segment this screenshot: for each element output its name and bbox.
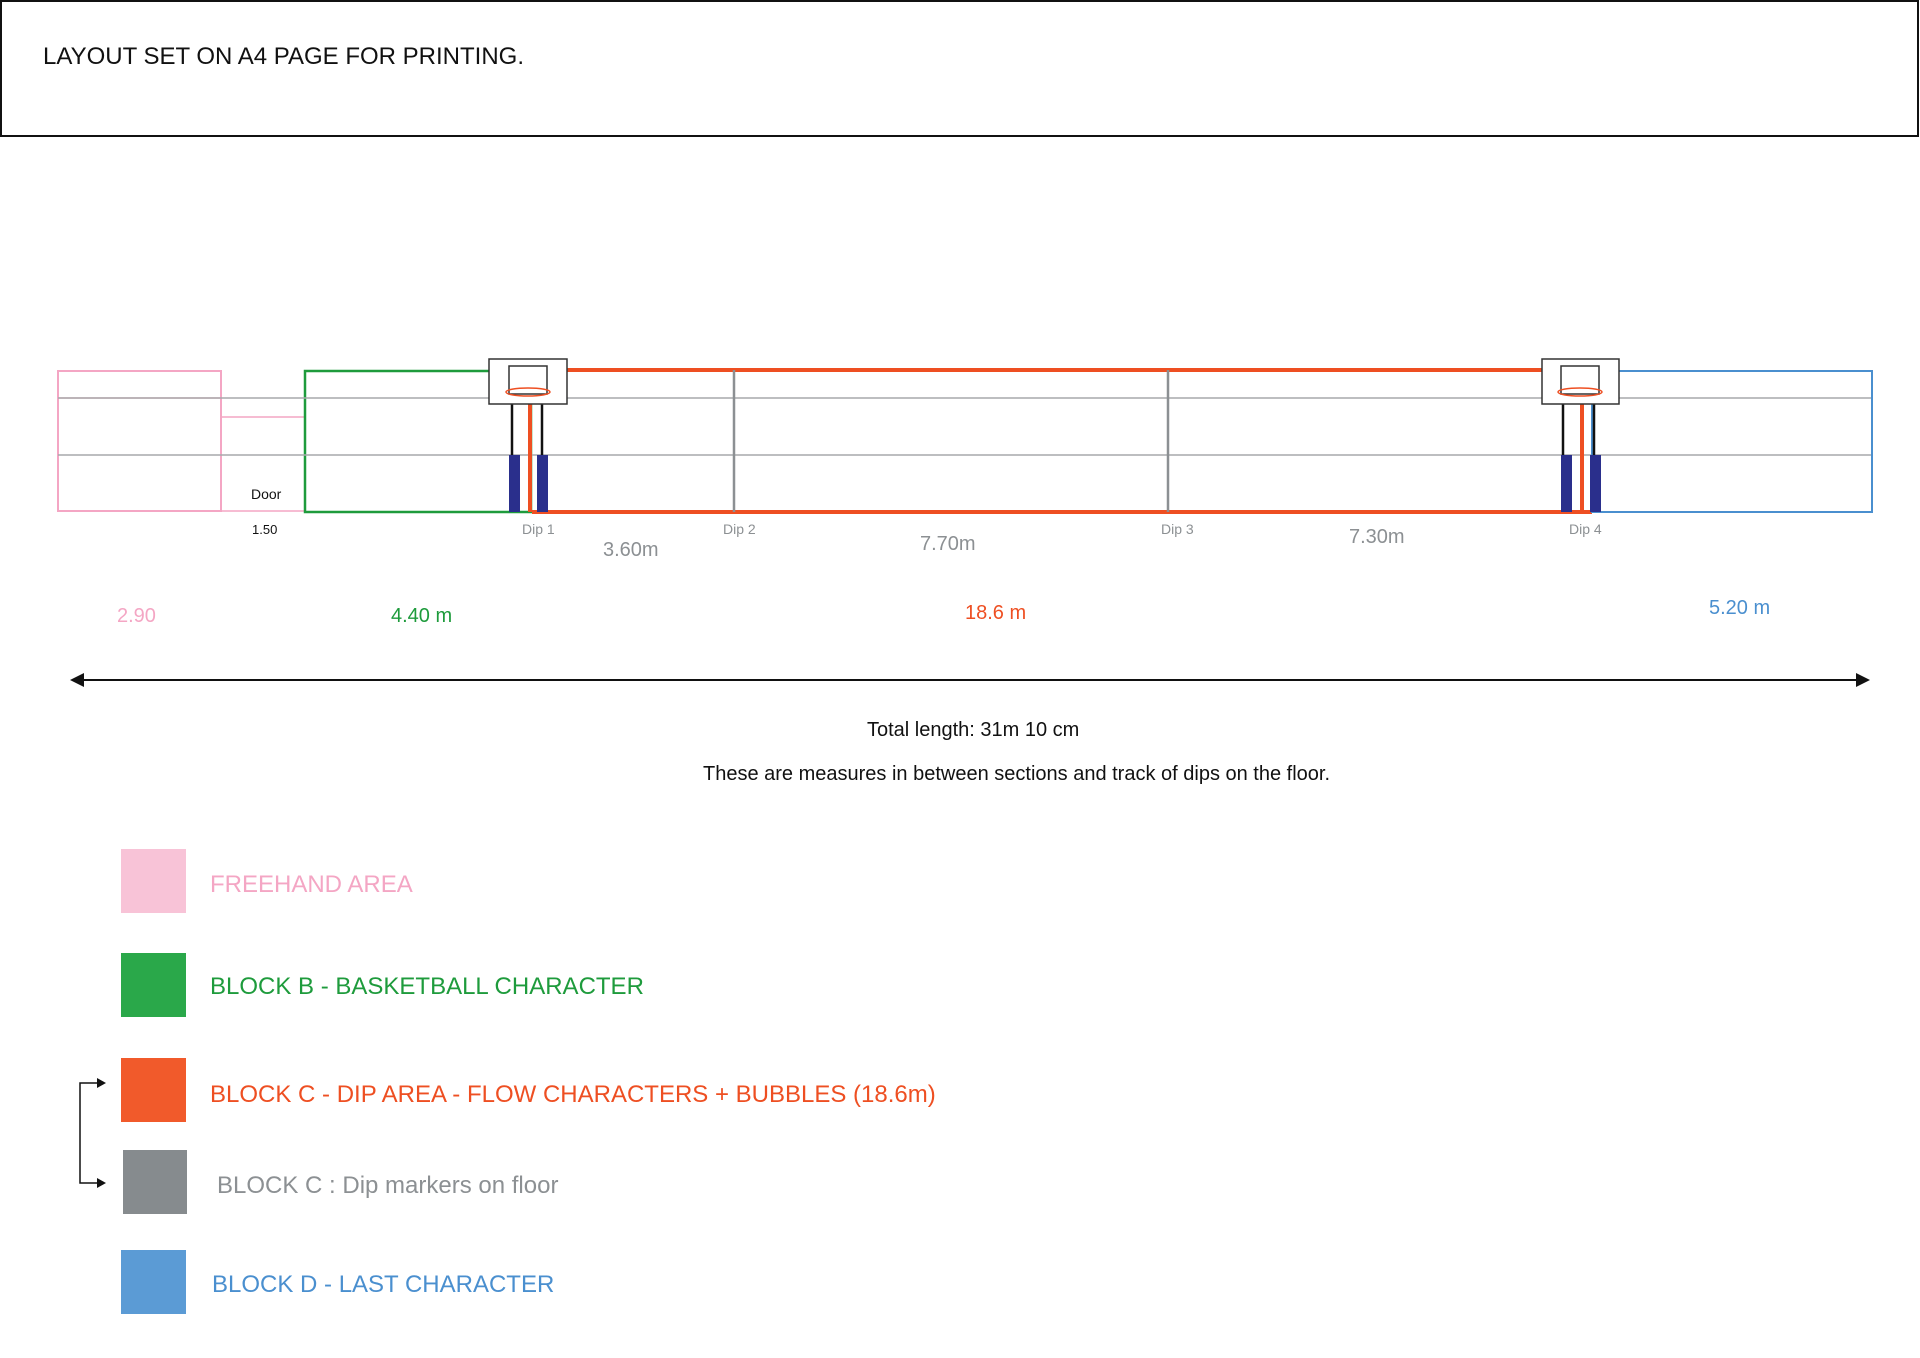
legend-label-dip-area: BLOCK C - DIP AREA - FLOW CHARACTERS + B… [210,1081,936,1108]
segment-measure-2: 7.70m [920,533,976,555]
legend-label-basketball: BLOCK B - BASKETBALL CHARACTER [210,973,644,1000]
basketball-hoop-2 [1541,358,1620,512]
total-length-arrow [70,673,1870,687]
legend-swatch-dip-markers [123,1150,187,1214]
dip-label-3: Dip 3 [1161,521,1194,537]
basketball-hoop-1 [488,358,568,512]
freehand-measure: 2.90 [117,605,156,627]
door-width-label: 1.50 [252,522,277,537]
dip-area-measure: 18.6 m [965,602,1026,624]
last-block-measure: 5.20 m [1709,597,1770,619]
dip-label-4: Dip 4 [1569,521,1602,537]
legend-swatch-last [121,1250,186,1314]
header-title: LAYOUT SET ON A4 PAGE FOR PRINTING. [43,43,524,70]
freehand-area [57,370,222,512]
legend-swatch-freehand [121,849,186,913]
door-label: Door [251,486,282,502]
measure-note: These are measures in between sections a… [703,763,1330,785]
segment-measure-3: 7.30m [1349,526,1405,548]
legend-label-dip-markers: BLOCK C : Dip markers on floor [217,1172,558,1199]
legend-label-freehand: FREEHAND AREA [210,871,413,898]
basketball-block-measure: 4.40 m [391,605,452,627]
legend-label-last: BLOCK D - LAST CHARACTER [212,1271,554,1298]
legend-swatch-dip-area [121,1058,186,1122]
dip-label-2: Dip 2 [723,521,756,537]
block-c-bracket [79,1078,106,1188]
header-box [0,0,1919,137]
segment-measure-1: 3.60m [603,539,659,561]
dip-label-1: Dip 1 [522,521,555,537]
legend: FREEHAND AREA BLOCK B - BASKETBALL CHARA… [79,849,936,1314]
block-d-area [1591,370,1873,513]
total-length-label: Total length: 31m 10 cm [867,719,1079,741]
legend-swatch-basketball [121,953,186,1017]
